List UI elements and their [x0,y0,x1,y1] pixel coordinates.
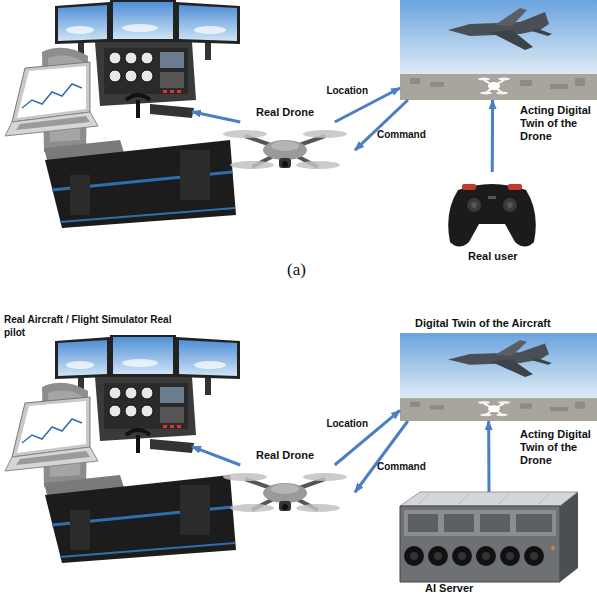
flow-arrow [355,100,408,150]
digital-twin-scene [400,333,597,421]
flow-arrow [491,100,494,172]
flow-arrow [192,447,240,465]
node-label: Real Drone [256,106,346,119]
node-label: Real Drone [256,449,346,462]
edge-label: Command [377,461,426,473]
flight-simulator [5,0,240,228]
digital-twin-scene [400,0,597,100]
node-label: Acting Digital Twin of the Drone [520,104,596,143]
flight-simulator [5,335,240,563]
edge-label: Location [326,85,368,97]
edge-label: Command [377,129,426,141]
node-label: Real Aircraft / Flight Simulator Real pi… [4,313,190,339]
drone-image [223,130,347,169]
illustration-node: Real user [450,172,538,247]
illustration-node: Acting Digital Twin of the Drone [400,0,597,100]
flow-arrow [487,421,490,492]
illustration-node: Real Drone [220,122,355,182]
flow-arrow [192,112,240,122]
node-label: Real user [468,250,548,263]
flow-arrow [355,421,408,492]
panel-label: (a) [287,260,327,280]
ai-server [400,492,578,582]
node-label: AI Server [425,582,515,595]
node-label: Acting Digital Twin of the Drone [520,428,596,467]
illustration-node: Real Drone [220,465,355,523]
node-label: Digital Twin of the Aircraft [415,317,595,330]
illustration-node: Real Aircraft / Flight Simulator Real pi… [0,340,192,545]
illustration-node [0,0,192,228]
illustration-node: AI Server [400,492,578,580]
illustration-node: Digital Twin of the AircraftActing Digit… [400,333,597,421]
drone-image [223,473,347,512]
gamepad [448,184,536,247]
edge-label: Location [326,418,368,430]
